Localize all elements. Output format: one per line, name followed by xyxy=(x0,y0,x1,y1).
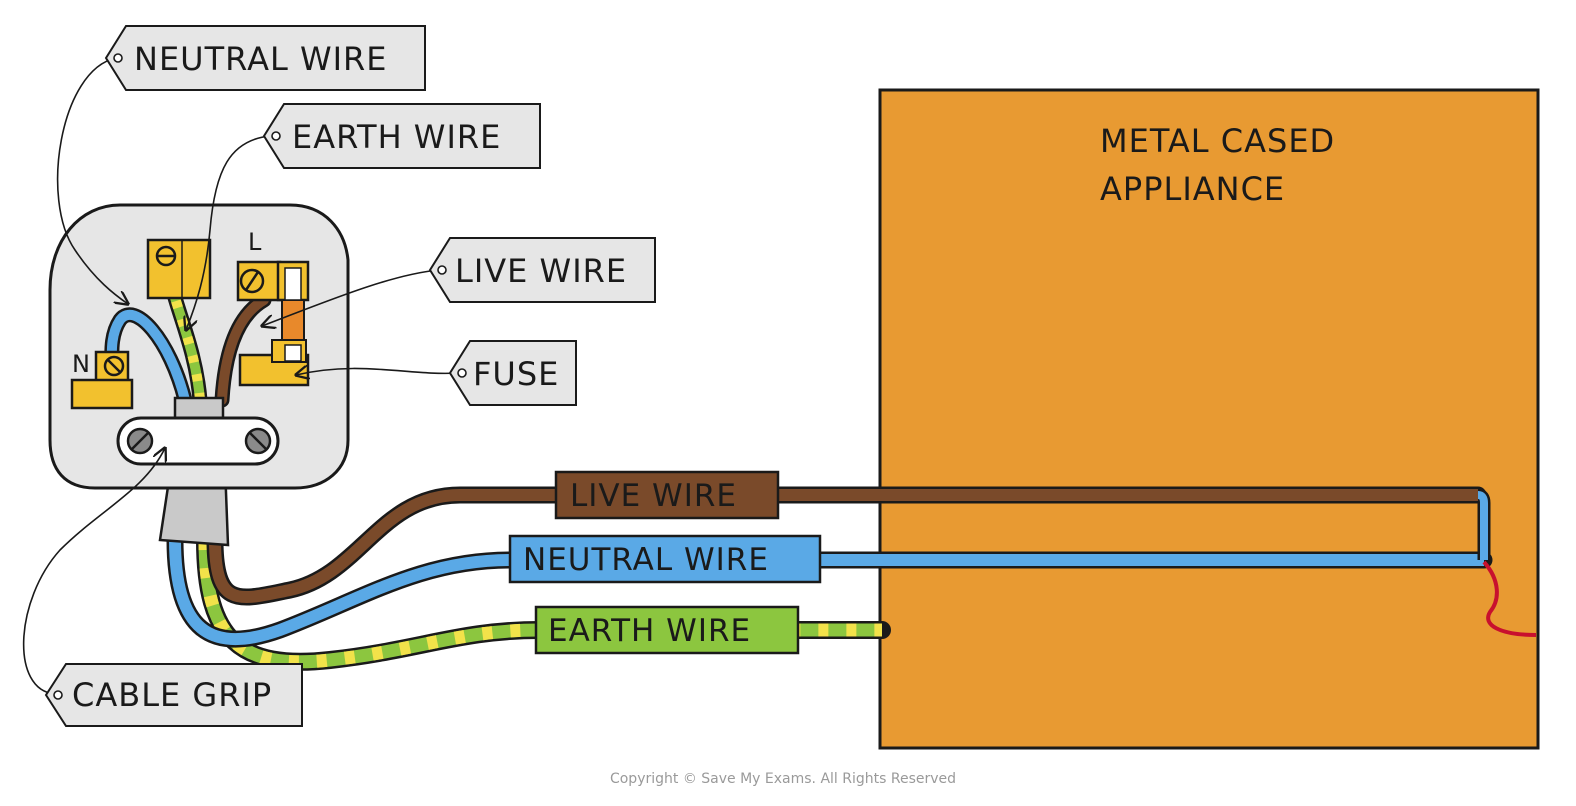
label-fuse: FUSE xyxy=(473,355,559,393)
live-terminal-label: L xyxy=(248,228,262,256)
tag-neutral-wire: NEUTRAL WIRE xyxy=(104,25,426,91)
pointer-lines xyxy=(22,57,459,695)
label-earth-wire: EARTH WIRE xyxy=(292,118,501,156)
band-label-live: LIVE WIRE xyxy=(570,478,737,514)
fuse-pointer xyxy=(296,368,459,375)
label-live-wire: LIVE WIRE xyxy=(455,252,627,290)
earth-terminal xyxy=(146,238,212,300)
label-cable-grip: CABLE GRIP xyxy=(72,676,272,714)
tag-cable-grip: CABLE GRIP xyxy=(44,663,303,727)
live-wire-cable xyxy=(209,489,1478,603)
cable-wires xyxy=(166,486,1537,671)
neutral-pointer xyxy=(56,57,128,304)
neutral-wire-cable xyxy=(169,539,1484,646)
plug: L N xyxy=(48,203,350,490)
live-pointer xyxy=(262,269,439,326)
metal-cased-appliance: METAL CASED APPLIANCE xyxy=(878,88,1540,750)
appliance-label-line2: APPLIANCE xyxy=(1100,170,1285,208)
cable-grip-pointer xyxy=(22,448,165,695)
heating-element xyxy=(1482,560,1537,637)
label-neutral-wire: NEUTRAL WIRE xyxy=(134,40,387,78)
band-label-neutral: NEUTRAL WIRE xyxy=(523,542,769,578)
tag-fuse: FUSE xyxy=(448,340,577,406)
tag-live-wire: LIVE WIRE xyxy=(428,237,656,303)
neutral-terminal xyxy=(70,350,134,410)
appliance-label-line1: METAL CASED xyxy=(1100,122,1335,160)
cable-grip-bar xyxy=(116,416,280,466)
band-live-wire: LIVE WIRE xyxy=(554,470,780,520)
band-label-earth: EARTH WIRE xyxy=(548,613,751,649)
neutral-terminal-label: N xyxy=(72,350,90,378)
appliance-connection xyxy=(1477,491,1488,560)
earth-pointer xyxy=(186,135,271,330)
live-terminal xyxy=(236,260,282,302)
band-earth-wire: EARTH WIRE xyxy=(534,605,800,655)
tag-earth-wire: EARTH WIRE xyxy=(262,103,541,169)
band-neutral-wire: NEUTRAL WIRE xyxy=(508,534,822,584)
copyright-notice: Copyright © Save My Exams. All Rights Re… xyxy=(610,771,956,787)
fuse xyxy=(238,260,310,387)
